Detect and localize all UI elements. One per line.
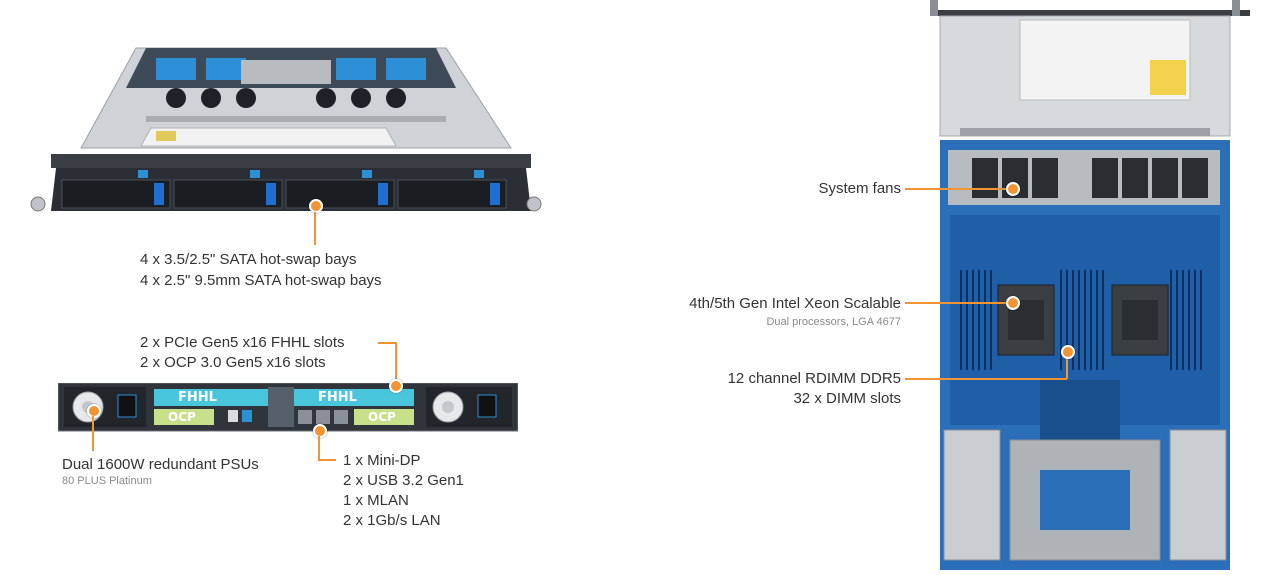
memory-callout-dot [1061, 345, 1075, 359]
slots-callout-line-h [378, 342, 396, 344]
fhhl-tag-left: FHHL [178, 390, 217, 405]
fans-label: System fans [818, 180, 901, 197]
io-label-mlan: 1 x MLAN [343, 492, 409, 509]
top-view-image [930, 0, 1250, 570]
io-label-usb: 2 x USB 3.2 Gen1 [343, 472, 464, 489]
rear-view-image [58, 383, 518, 432]
bays-label-line1: 4 x 3.5/2.5" SATA hot-swap bays [140, 251, 357, 268]
memory-label-line2: 32 x DIMM slots [793, 390, 901, 407]
ocp-tag-left: OCP [168, 410, 196, 424]
ocp-slots-label: 2 x OCP 3.0 Gen5 x16 slots [140, 354, 326, 371]
cpu-label: 4th/5th Gen Intel Xeon Scalable [689, 295, 901, 312]
fans-callout-line [905, 188, 1010, 190]
memory-callout-line-h [905, 378, 1067, 380]
ocp-tag-right: OCP [368, 410, 396, 424]
io-label-mini-dp: 1 x Mini-DP [343, 452, 421, 469]
pcie-slots-label: 2 x PCIe Gen5 x16 FHHL slots [140, 334, 345, 351]
io-callout-line-v [318, 436, 320, 460]
psu-sublabel: 80 PLUS Platinum [62, 475, 152, 487]
psu-callout-dot [87, 404, 101, 418]
front-view-image [30, 47, 542, 212]
memory-callout-line-v [1066, 355, 1068, 379]
io-callout-line-h [318, 459, 336, 461]
io-label-lan: 2 x 1Gb/s LAN [343, 512, 441, 529]
cpu-callout-dot [1006, 296, 1020, 310]
psu-callout-line [92, 416, 94, 451]
io-callout-dot [313, 424, 327, 438]
psu-label: Dual 1600W redundant PSUs [62, 456, 259, 473]
fans-callout-dot [1006, 182, 1020, 196]
fhhl-tag-right: FHHL [318, 390, 357, 405]
cpu-callout-line [905, 302, 1010, 304]
bays-callout-line [314, 212, 316, 245]
cpu-sublabel: Dual processors, LGA 4677 [766, 316, 901, 328]
slots-callout-dot [389, 379, 403, 393]
bays-callout-dot [309, 199, 323, 213]
slots-callout-line-v [395, 342, 397, 382]
memory-label-line1: 12 channel RDIMM DDR5 [727, 370, 901, 387]
bays-label-line2: 4 x 2.5" 9.5mm SATA hot-swap bays [140, 272, 382, 289]
